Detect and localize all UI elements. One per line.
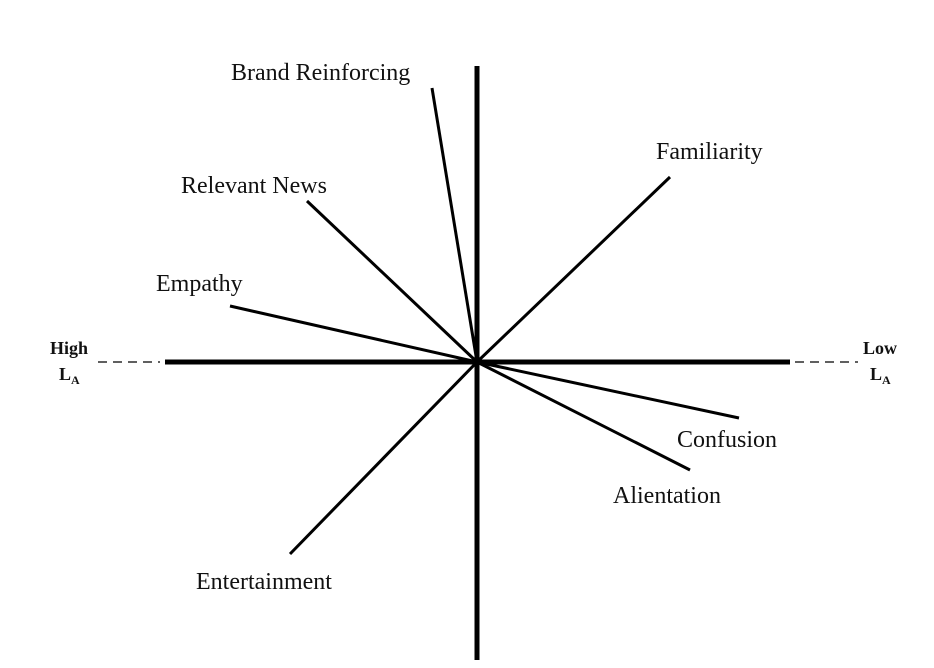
right-end-label-main: L (870, 364, 882, 384)
ray-familiarity (475, 175, 672, 364)
right-end-label-top: Low (863, 338, 897, 358)
label-entertainment: Entertainment (196, 569, 332, 595)
label-confusion: Confusion (677, 427, 777, 453)
label-familiarity: Familiarity (656, 139, 763, 165)
label-empathy: Empathy (156, 271, 243, 297)
ray-entertainment (288, 360, 479, 556)
ray-confusion (476, 360, 740, 420)
left-end-label-main: L (59, 364, 71, 384)
left-end-label-bottom: LA (59, 364, 80, 387)
label-relevant-news: Relevant News (181, 173, 327, 199)
ray-brand-reinforcing (430, 87, 479, 363)
label-alientation: Alientation (613, 483, 721, 509)
label-brand-reinforcing: Brand Reinforcing (231, 60, 410, 86)
ray-empathy (229, 304, 478, 364)
right-end-label-subscript: A (882, 373, 891, 387)
ray-alientation (476, 360, 691, 472)
left-end-label-subscript: A (71, 373, 80, 387)
ray-relevant-news (305, 199, 479, 364)
left-end-label-top: High (50, 338, 88, 358)
right-end-label-bottom: LA (870, 364, 891, 387)
